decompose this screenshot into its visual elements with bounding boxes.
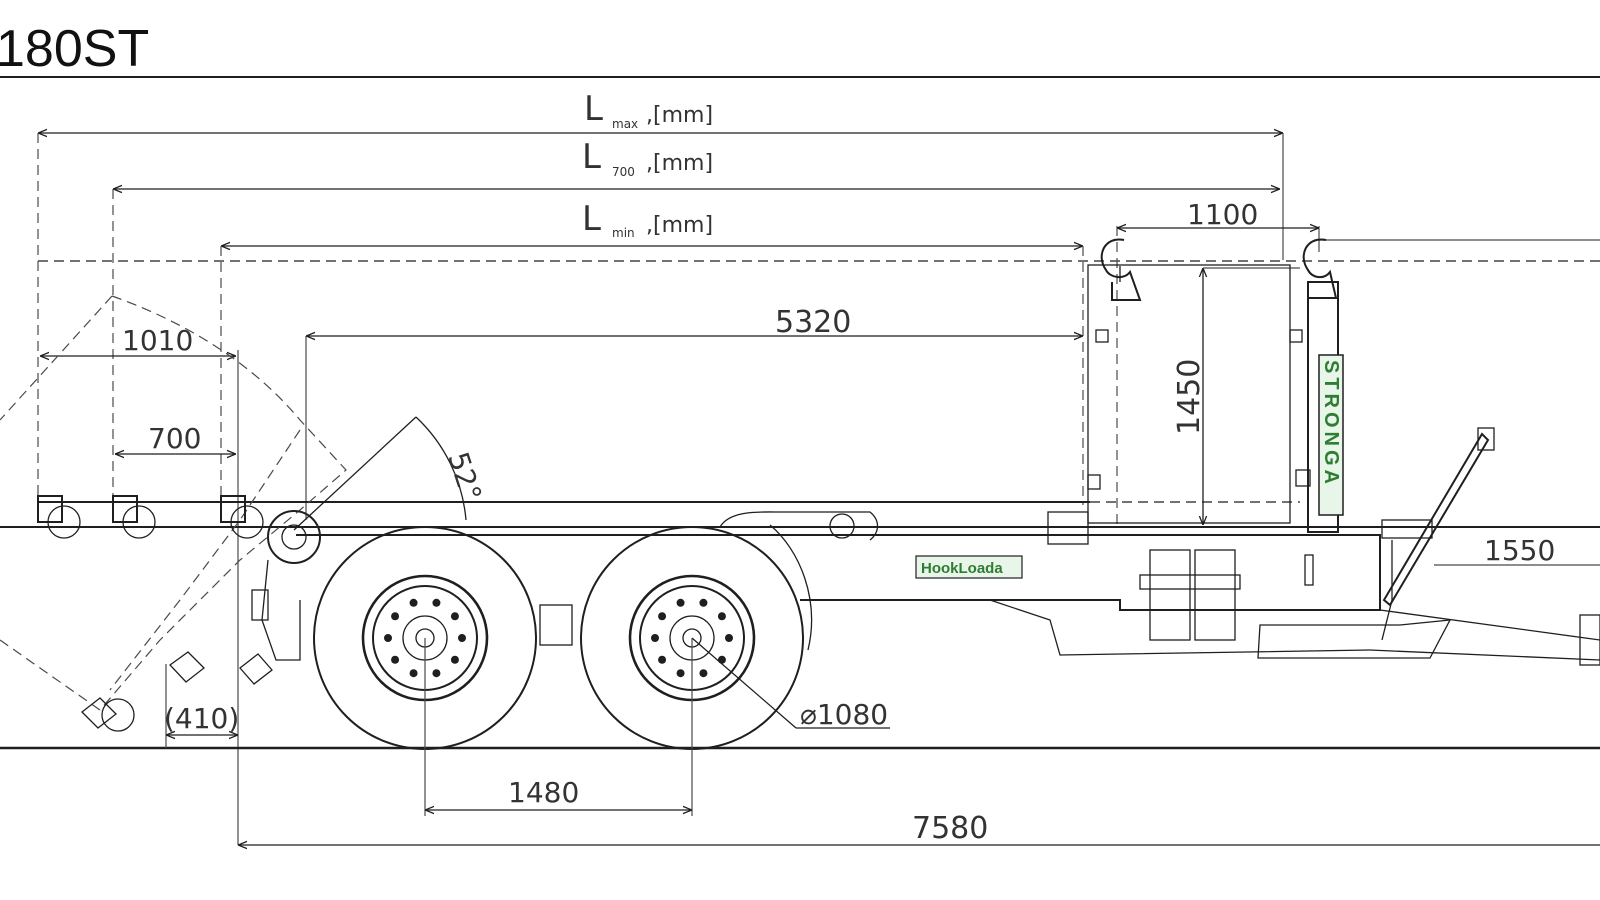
svg-text:,[mm]: ,[mm] bbox=[646, 213, 713, 238]
wheel-bolt bbox=[658, 612, 667, 621]
l-700-label: L 700 ,[mm] bbox=[582, 137, 713, 179]
wheel-bolt bbox=[717, 612, 726, 621]
svg-text:max: max bbox=[612, 117, 638, 131]
hook-front-icon bbox=[1100, 238, 1142, 301]
svg-text:min: min bbox=[612, 226, 635, 240]
dim-1550: 1550 bbox=[1484, 534, 1555, 567]
svg-text:52°: 52° bbox=[441, 448, 488, 505]
dim-1450: 1450 bbox=[1172, 359, 1207, 435]
dim-1010: 1010 bbox=[122, 324, 193, 357]
fender bbox=[769, 524, 813, 651]
wheel-bolt bbox=[384, 634, 392, 642]
svg-text:L: L bbox=[584, 89, 603, 129]
wheel-bolt bbox=[676, 598, 685, 607]
svg-text:700: 700 bbox=[612, 165, 635, 179]
wheel-bolt bbox=[699, 598, 708, 607]
brand-plate-label: HookLoada bbox=[921, 560, 1003, 577]
tipped-container-outline bbox=[0, 295, 347, 711]
wheel-bolt bbox=[651, 634, 659, 642]
svg-text:,[mm]: ,[mm] bbox=[646, 103, 713, 128]
front-lift-assembly bbox=[81, 510, 321, 732]
extension-lines bbox=[37, 133, 1600, 845]
dim-7580: 7580 bbox=[912, 811, 988, 846]
wheel-bolt bbox=[658, 655, 667, 664]
chassis-frame bbox=[296, 511, 1600, 666]
wheel-bolt bbox=[725, 634, 733, 642]
hook-arm bbox=[1087, 281, 1344, 533]
rear-stand bbox=[1381, 427, 1495, 641]
angle-indicator: 52° bbox=[293, 416, 488, 531]
container-outline bbox=[0, 264, 1600, 528]
dim-1480: 1480 bbox=[508, 776, 579, 809]
wheel-bolt bbox=[458, 634, 466, 642]
wheel-bolt bbox=[391, 655, 400, 664]
wheel-bolt bbox=[450, 612, 459, 621]
dim-wheel-diameter: ⌀1080 bbox=[800, 698, 888, 731]
wheel-diameter-leader bbox=[691, 637, 797, 729]
svg-text:L: L bbox=[582, 199, 601, 239]
wheel-bolt bbox=[450, 655, 459, 664]
svg-text:L: L bbox=[582, 137, 601, 177]
axle-bracket bbox=[539, 604, 573, 646]
wheel-bolt bbox=[699, 669, 708, 678]
dim-5320: 5320 bbox=[775, 305, 851, 340]
dim-1100: 1100 bbox=[1187, 198, 1258, 231]
drawing-title: 180ST bbox=[0, 20, 149, 78]
wheel-bolt bbox=[409, 669, 418, 678]
l-min-label: L min ,[mm] bbox=[582, 199, 713, 240]
wheel-bolt bbox=[432, 669, 441, 678]
wheel-bolt bbox=[717, 655, 726, 664]
wheel-bolt bbox=[409, 598, 418, 607]
dim-700: 700 bbox=[148, 422, 201, 455]
wheel-bolt bbox=[391, 612, 400, 621]
wheel-bolts bbox=[384, 598, 733, 678]
brand-vertical-label: STRONGA bbox=[1320, 360, 1342, 488]
wheel-bolt bbox=[432, 598, 441, 607]
hook-rear-icon bbox=[1302, 238, 1338, 299]
roller-positions bbox=[37, 495, 264, 539]
brand-plate bbox=[915, 555, 1023, 579]
svg-text:,[mm]: ,[mm] bbox=[646, 151, 713, 176]
dim-410: (410) bbox=[164, 702, 239, 735]
l-max-label: L max ,[mm] bbox=[584, 89, 713, 131]
wheel-bolt bbox=[676, 669, 685, 678]
